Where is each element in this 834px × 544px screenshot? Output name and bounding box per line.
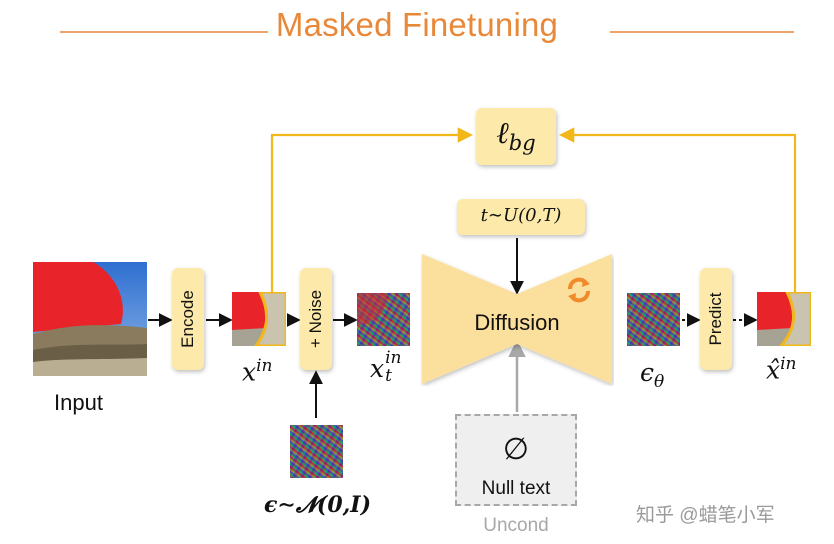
add-noise-block: + Noise	[300, 268, 332, 370]
predicted-latent-image	[757, 292, 811, 346]
latent-image	[232, 292, 286, 346]
input-image	[33, 262, 147, 376]
null-text-label: Null text	[481, 478, 551, 499]
encode-label: Encode	[178, 290, 197, 348]
null-symbol: ∅	[502, 433, 530, 466]
diagram-title: Masked Finetuning	[275, 6, 559, 43]
loss-symbol: ℓ	[496, 116, 509, 151]
x-in-label: xin	[242, 356, 273, 387]
input-label: Input	[54, 390, 103, 415]
noise-formula: ϵ∼𝓝(0,I)	[264, 492, 371, 518]
gaussian-noise-image	[290, 425, 343, 478]
loss-box: ℓbg	[476, 108, 556, 165]
uncond-label: Uncond	[483, 515, 549, 536]
diffusion-model	[422, 254, 612, 384]
watermark: 知乎 @蜡笔小军	[636, 505, 775, 526]
timestep-formula: t∼U(0,T)	[480, 205, 562, 226]
null-text-box: ∅ Null text	[455, 414, 577, 506]
noisy-latent-image	[357, 293, 410, 346]
encode-block: Encode	[172, 268, 204, 370]
noise-label: + Noise	[306, 289, 325, 349]
loss-arrow-right	[558, 127, 797, 292]
diffusion-label: Diffusion	[474, 310, 560, 335]
timestep-box: t∼U(0,T)	[457, 199, 585, 235]
predicted-noise-image	[627, 293, 680, 346]
predict-block: Predict	[700, 268, 732, 370]
predict-label: Predict	[706, 292, 725, 346]
loss-arrow-left	[270, 127, 474, 292]
title-rule-right	[610, 31, 794, 33]
title-rule-left	[60, 31, 268, 33]
refresh-icon	[568, 277, 590, 303]
loss-subscript: bg	[508, 131, 536, 155]
xhat-label: x̂in	[766, 354, 797, 385]
eps-theta-label: ϵθ	[640, 358, 665, 392]
